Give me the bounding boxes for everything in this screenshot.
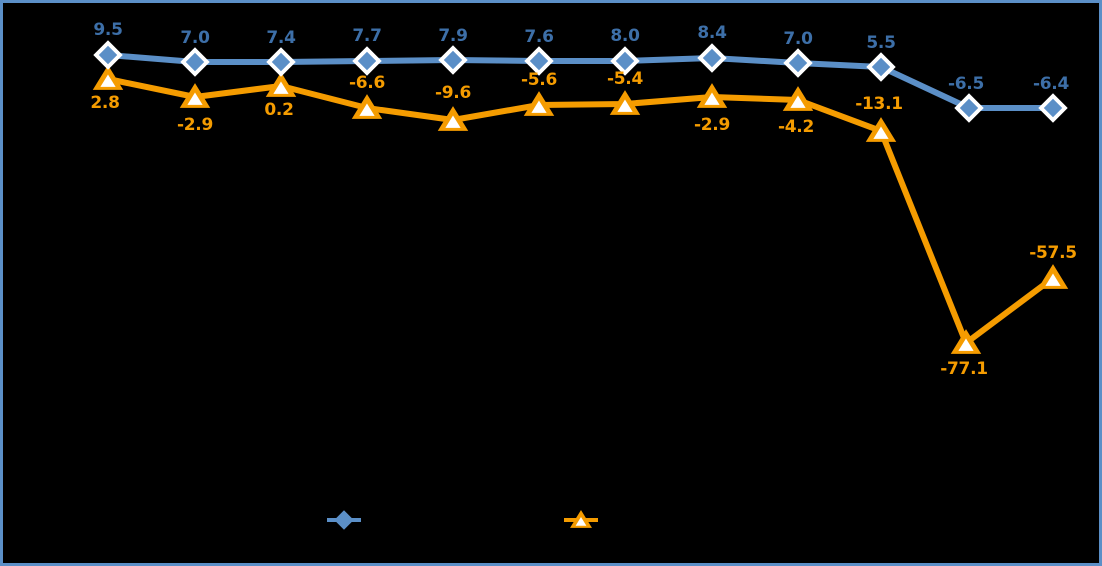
data-label-orange: -2.9 xyxy=(177,115,213,135)
data-label-blue: 7.0 xyxy=(180,28,210,48)
data-label-orange: -9.6 xyxy=(435,83,471,103)
data-point-marker-blue xyxy=(271,52,291,72)
data-point-marker-blue xyxy=(959,98,979,118)
data-label-blue: 7.4 xyxy=(266,28,296,48)
chart-plot-area xyxy=(92,40,1069,354)
data-point-marker-blue xyxy=(615,51,635,71)
data-label-blue: -6.4 xyxy=(1033,74,1069,94)
data-label-orange: -77.1 xyxy=(940,359,988,379)
data-point-marker-orange-inner xyxy=(790,95,806,108)
data-point-marker-blue xyxy=(702,48,722,68)
data-label-blue: 7.6 xyxy=(524,27,554,47)
data-point-marker-orange-inner xyxy=(187,92,203,105)
data-point-marker-blue xyxy=(871,57,891,77)
series-line-blue xyxy=(105,52,1056,111)
data-point-marker-blue xyxy=(443,50,463,70)
data-point-marker-orange-inner xyxy=(1045,273,1061,286)
data-label-orange: -2.9 xyxy=(694,115,730,135)
data-label-orange: -13.1 xyxy=(855,94,903,114)
data-point-marker-orange-inner xyxy=(958,338,974,351)
data-label-orange: -6.6 xyxy=(349,73,385,93)
data-label-blue: -6.5 xyxy=(948,74,984,94)
data-point-marker-orange-inner xyxy=(273,81,289,94)
data-point-marker-blue xyxy=(788,53,808,73)
data-point-marker-blue xyxy=(1043,98,1063,118)
data-label-blue: 7.0 xyxy=(783,29,813,49)
data-label-orange: -5.4 xyxy=(607,69,643,89)
data-point-marker-blue xyxy=(98,45,118,65)
data-label-orange: -4.2 xyxy=(778,117,814,137)
data-label-orange: 0.2 xyxy=(264,100,294,120)
data-label-blue: 5.5 xyxy=(866,33,896,53)
series-line-orange xyxy=(105,76,1056,346)
data-point-marker-blue xyxy=(185,52,205,72)
data-point-marker-orange-inner xyxy=(359,103,375,116)
data-label-blue: 9.5 xyxy=(93,20,123,40)
data-label-blue: 7.9 xyxy=(438,26,468,46)
data-label-orange: -57.5 xyxy=(1029,243,1077,263)
data-label-blue: 8.0 xyxy=(610,26,640,46)
data-point-marker-orange-inner xyxy=(617,99,633,112)
data-point-marker-orange-inner xyxy=(873,126,889,139)
data-point-marker-orange-inner xyxy=(531,100,547,113)
data-point-marker-blue xyxy=(529,51,549,71)
data-point-marker-orange-inner xyxy=(100,74,116,87)
data-label-blue: 7.7 xyxy=(352,26,382,46)
data-point-marker-blue xyxy=(357,51,377,71)
data-label-orange: 2.8 xyxy=(90,93,120,113)
data-point-marker-orange-inner xyxy=(704,92,720,105)
data-point-marker-orange-inner xyxy=(445,115,461,128)
data-label-orange: -5.6 xyxy=(521,70,557,90)
data-label-blue: 8.4 xyxy=(697,23,727,43)
